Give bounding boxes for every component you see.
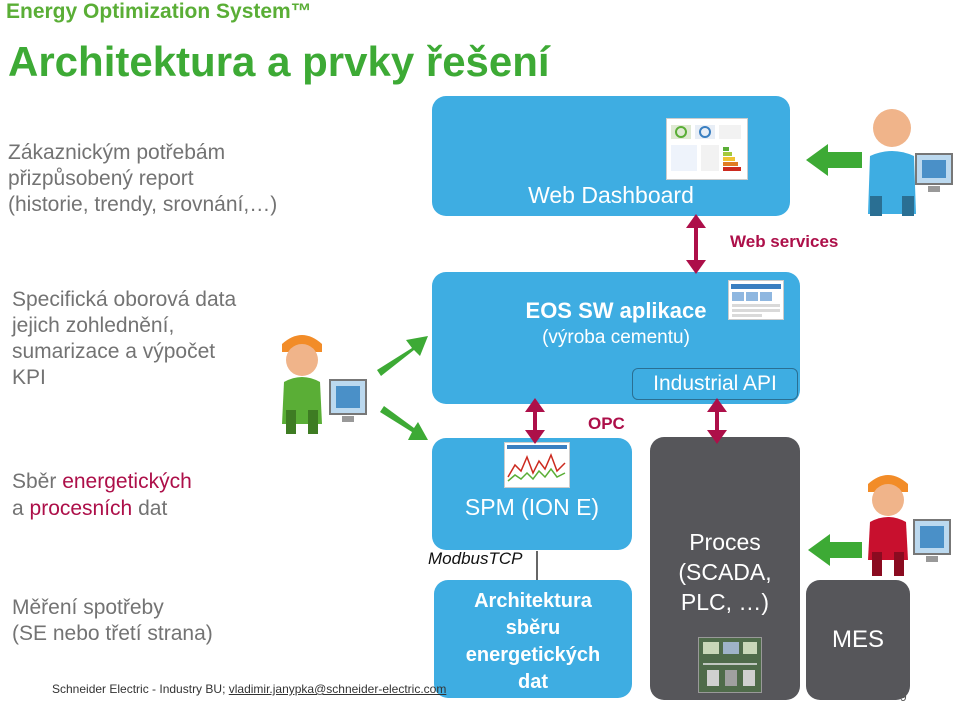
- eos-title: EOS SW aplikace: [525, 298, 707, 323]
- spm-box: SPM (ION E): [432, 438, 632, 550]
- opc-label: OPC: [588, 414, 625, 433]
- mes-box: MES: [806, 580, 910, 700]
- page-number: 9: [900, 690, 907, 704]
- web-dashboard-box: Web Dashboard: [432, 96, 790, 216]
- monitor-icon-top: [915, 153, 953, 192]
- kpi-description: Specifická oborová data jejich zohledněn…: [12, 288, 237, 389]
- web-dashboard-label: Web Dashboard: [528, 182, 694, 208]
- spm-label: SPM (ION E): [464, 494, 600, 520]
- spm-screenshot-icon: [504, 442, 570, 488]
- green-arrow-from-user-bottom: [380, 406, 428, 440]
- architecture-label: Architektura sběru energetických dat: [465, 590, 601, 693]
- eos-screenshot-icon: [728, 280, 784, 320]
- engineer-icon-left: [282, 335, 322, 434]
- green-arrow-from-user-top: [377, 336, 428, 376]
- green-arrow-to-mes: [808, 534, 862, 566]
- web-services-arrow: [686, 214, 706, 274]
- footer: Schneider Electric - Industry BU; vladim…: [52, 682, 446, 696]
- modbus-label: ModbusTCP: [428, 549, 523, 568]
- scada-screenshot-icon: [698, 637, 762, 693]
- eos-subtitle: (výroba cementu): [542, 327, 690, 348]
- web-services-label: Web services: [730, 232, 839, 251]
- dashboard-screenshot-icon: [666, 118, 748, 180]
- report-description: Zákaznickým potřebám přizpůsobený report…: [8, 141, 278, 216]
- collect-energy: energetických: [62, 470, 192, 493]
- collect-process: procesních: [29, 497, 133, 520]
- monitor-icon-left: [329, 379, 367, 422]
- web-user-icon: [868, 109, 916, 216]
- green-arrow-to-user-top: [806, 144, 862, 176]
- opc-arrow-left: [525, 398, 545, 444]
- process-box: Proces (SCADA, PLC, …): [650, 437, 800, 700]
- brand-title: Energy Optimization System™: [6, 0, 312, 23]
- monitor-icon-right: [913, 519, 951, 562]
- collect-suffix: dat: [132, 497, 168, 520]
- measurement-description: Měření spotřeby (SE nebo třetí strana): [12, 596, 213, 645]
- process-label: Proces (SCADA, PLC, …): [678, 529, 772, 615]
- engineer-icon-right: [868, 475, 908, 576]
- architecture-box: Architektura sběru energetických dat: [434, 580, 632, 698]
- footer-email-link[interactable]: vladimir.janypka@schneider-electric.com: [228, 682, 447, 696]
- eos-application-box: EOS SW aplikace (výroba cementu) Industr…: [432, 272, 800, 404]
- industrial-api-label: Industrial API: [632, 368, 798, 400]
- collect-prefix: Sběr: [12, 470, 63, 493]
- collect-description: Sběr energetických a procesních dat: [12, 468, 192, 522]
- page-title: Architektura a prvky řešení: [8, 38, 550, 85]
- mes-label: MES: [831, 626, 884, 653]
- opc-arrow-right: [707, 398, 727, 444]
- footer-company: Schneider Electric - Industry BU;: [52, 682, 229, 696]
- collect-mid: a: [12, 497, 30, 520]
